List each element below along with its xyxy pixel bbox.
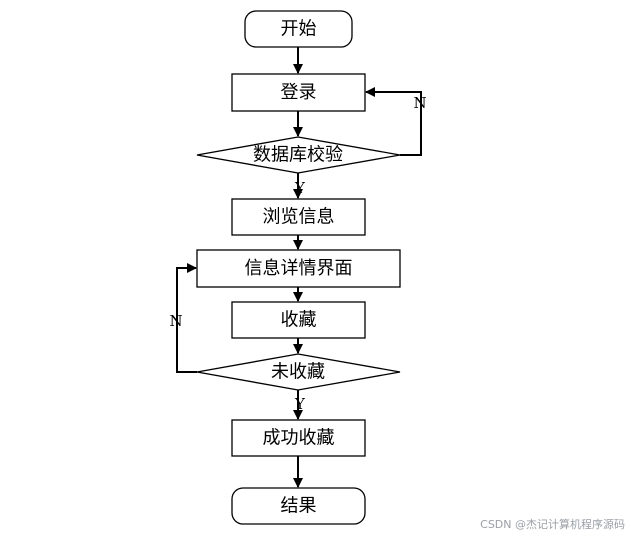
edge-label-y-2: Y [294, 395, 306, 413]
edge-dbcheck-browse: Y [293, 173, 306, 199]
node-detail: 信息详情界面 [196, 249, 401, 288]
node-end-label: 结果 [281, 496, 317, 517]
node-login: 登录 [231, 73, 366, 112]
edge-label-n-2: N [169, 312, 182, 330]
edge-dbcheck-login-loop: N [365, 87, 427, 156]
node-not-collected: 未收藏 [196, 353, 401, 391]
edge-notcollected-success: Y [293, 390, 306, 420]
node-not-collected-label: 未收藏 [271, 362, 325, 383]
node-detail-label: 信息详情界面 [245, 258, 353, 279]
node-end: 结果 [231, 487, 366, 525]
node-db-check-label: 数据库校验 [253, 145, 343, 166]
node-start-label: 开始 [281, 19, 317, 40]
node-success: 成功收藏 [231, 419, 366, 457]
edge-label-y-1: Y [294, 179, 306, 197]
watermark: CSDN @杰记计算机程序源码 [480, 518, 625, 531]
node-start: 开始 [244, 10, 353, 48]
node-login-label: 登录 [281, 82, 317, 103]
edge-label-n-1: N [413, 94, 426, 112]
node-collect-label: 收藏 [281, 310, 317, 331]
node-browse: 浏览信息 [231, 198, 366, 236]
node-success-label: 成功收藏 [263, 428, 335, 449]
edge-notcollected-detail-loop: N [169, 263, 197, 373]
node-db-check: 数据库校验 [196, 136, 401, 174]
node-browse-label: 浏览信息 [263, 207, 335, 228]
node-collect: 收藏 [231, 301, 366, 339]
